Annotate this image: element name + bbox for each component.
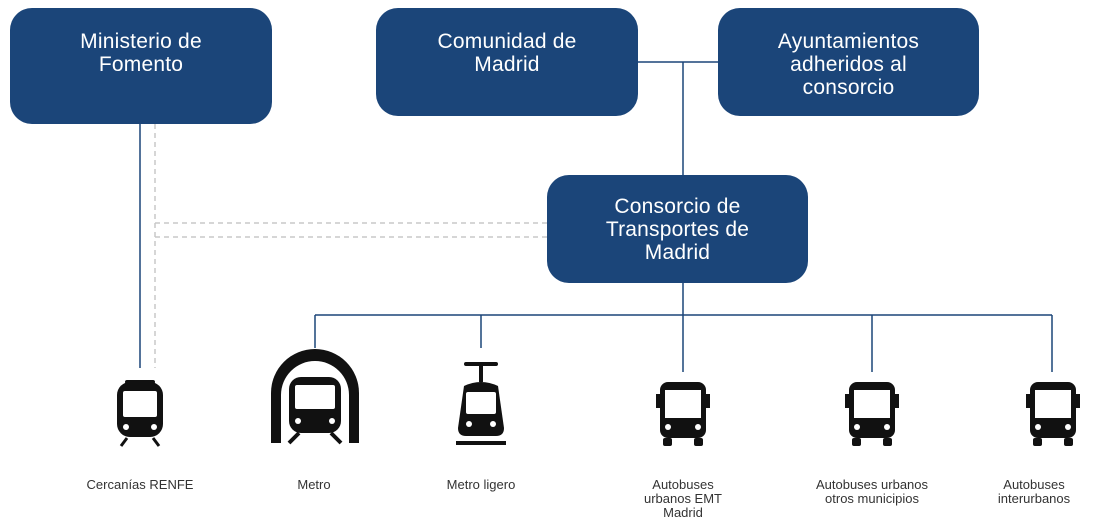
box-ministerio-line-2: Fomento xyxy=(98,53,184,76)
label-emt-line-3: Madrid xyxy=(663,505,703,520)
label-metro: Metro xyxy=(229,478,399,492)
metro-icon xyxy=(271,349,359,445)
box-ayuntamientos-line-1: Ayuntamientos xyxy=(777,30,920,53)
box-consorcio-transportes: Consorcio de Transportes de Madrid xyxy=(547,175,808,283)
box-comunidad-line-1: Comunidad de xyxy=(437,30,577,53)
label-cercanias: Cercanías RENFE xyxy=(55,478,225,492)
label-interurbanos-line-1: Autobuses xyxy=(1003,477,1065,492)
box-ayuntamientos-line-3: consorcio xyxy=(802,76,895,99)
bus-icon-urbanos xyxy=(845,382,899,446)
label-cercanias-line-1: Cercanías RENFE xyxy=(86,477,194,492)
box-ayuntamientos-line-2: adheridos al xyxy=(790,53,907,76)
box-consorcio-line-3: Madrid xyxy=(644,240,711,264)
tram-icon xyxy=(456,362,506,445)
box-ministerio-line-1: Ministerio de xyxy=(80,30,202,53)
train-icon xyxy=(117,380,163,447)
box-comunidad-madrid: Comunidad de Madrid xyxy=(376,8,638,116)
box-ayuntamientos: Ayuntamientos adheridos al consorcio xyxy=(718,8,979,116)
label-emt-line-2: urbanos EMT xyxy=(643,491,723,506)
label-urbanos-otros-line-1: Autobuses urbanos xyxy=(815,477,929,492)
label-metro-line-1: Metro xyxy=(297,477,331,492)
label-emt: Autobuses urbanos EMT Madrid xyxy=(598,478,768,520)
bus-icon-interurbanos xyxy=(1026,382,1080,446)
label-metro-ligero-line-1: Metro ligero xyxy=(446,477,516,492)
bus-icon-emt xyxy=(656,382,710,446)
box-consorcio-line-1: Consorcio de xyxy=(614,194,741,218)
label-urbanos-otros-line-2: otros municipios xyxy=(825,491,919,506)
box-consorcio-line-2: Transportes de xyxy=(605,217,750,241)
label-interurbanos: Autobuses interurbanos xyxy=(967,478,1101,506)
label-emt-line-1: Autobuses xyxy=(652,477,714,492)
label-metro-ligero: Metro ligero xyxy=(396,478,566,492)
box-ministerio-fomento: Ministerio de Fomento xyxy=(10,8,272,124)
label-interurbanos-line-2: interurbanos xyxy=(997,491,1071,506)
label-urbanos-otros: Autobuses urbanos otros municipios xyxy=(787,478,957,506)
box-comunidad-line-2: Madrid xyxy=(474,53,540,76)
